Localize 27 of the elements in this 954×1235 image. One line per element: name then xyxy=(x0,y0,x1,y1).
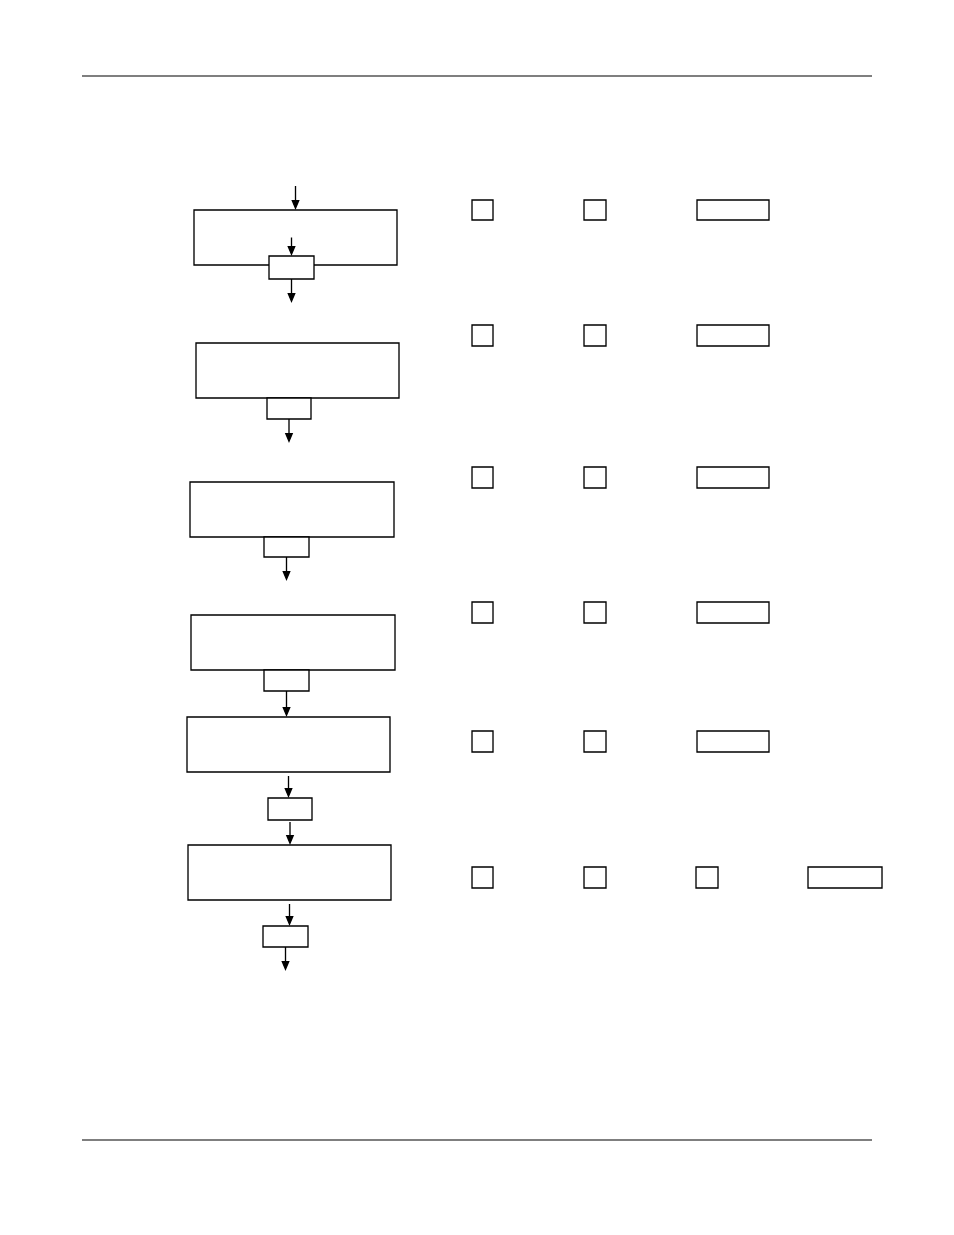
input-field xyxy=(696,199,770,221)
input-field xyxy=(807,866,883,889)
input-field xyxy=(696,730,770,753)
checkbox xyxy=(583,466,607,489)
checkbox xyxy=(583,730,607,753)
checkbox xyxy=(695,866,719,889)
input-field xyxy=(696,601,770,624)
input-field xyxy=(696,324,770,347)
checkbox xyxy=(583,601,607,624)
small-box xyxy=(266,397,312,420)
checkbox xyxy=(471,730,494,753)
small-box xyxy=(267,797,313,821)
checkbox xyxy=(471,324,494,347)
checkbox xyxy=(583,866,607,889)
checkbox xyxy=(471,466,494,489)
small-box xyxy=(263,536,310,558)
checkbox xyxy=(583,199,607,221)
checkbox xyxy=(471,601,494,624)
checkbox xyxy=(471,866,494,889)
small-box xyxy=(262,925,309,948)
checkbox xyxy=(583,324,607,347)
process-box xyxy=(186,716,391,773)
checkbox xyxy=(471,199,494,221)
small-box xyxy=(263,669,310,692)
process-box xyxy=(187,844,392,901)
small-box xyxy=(268,255,315,280)
input-field xyxy=(696,466,770,489)
